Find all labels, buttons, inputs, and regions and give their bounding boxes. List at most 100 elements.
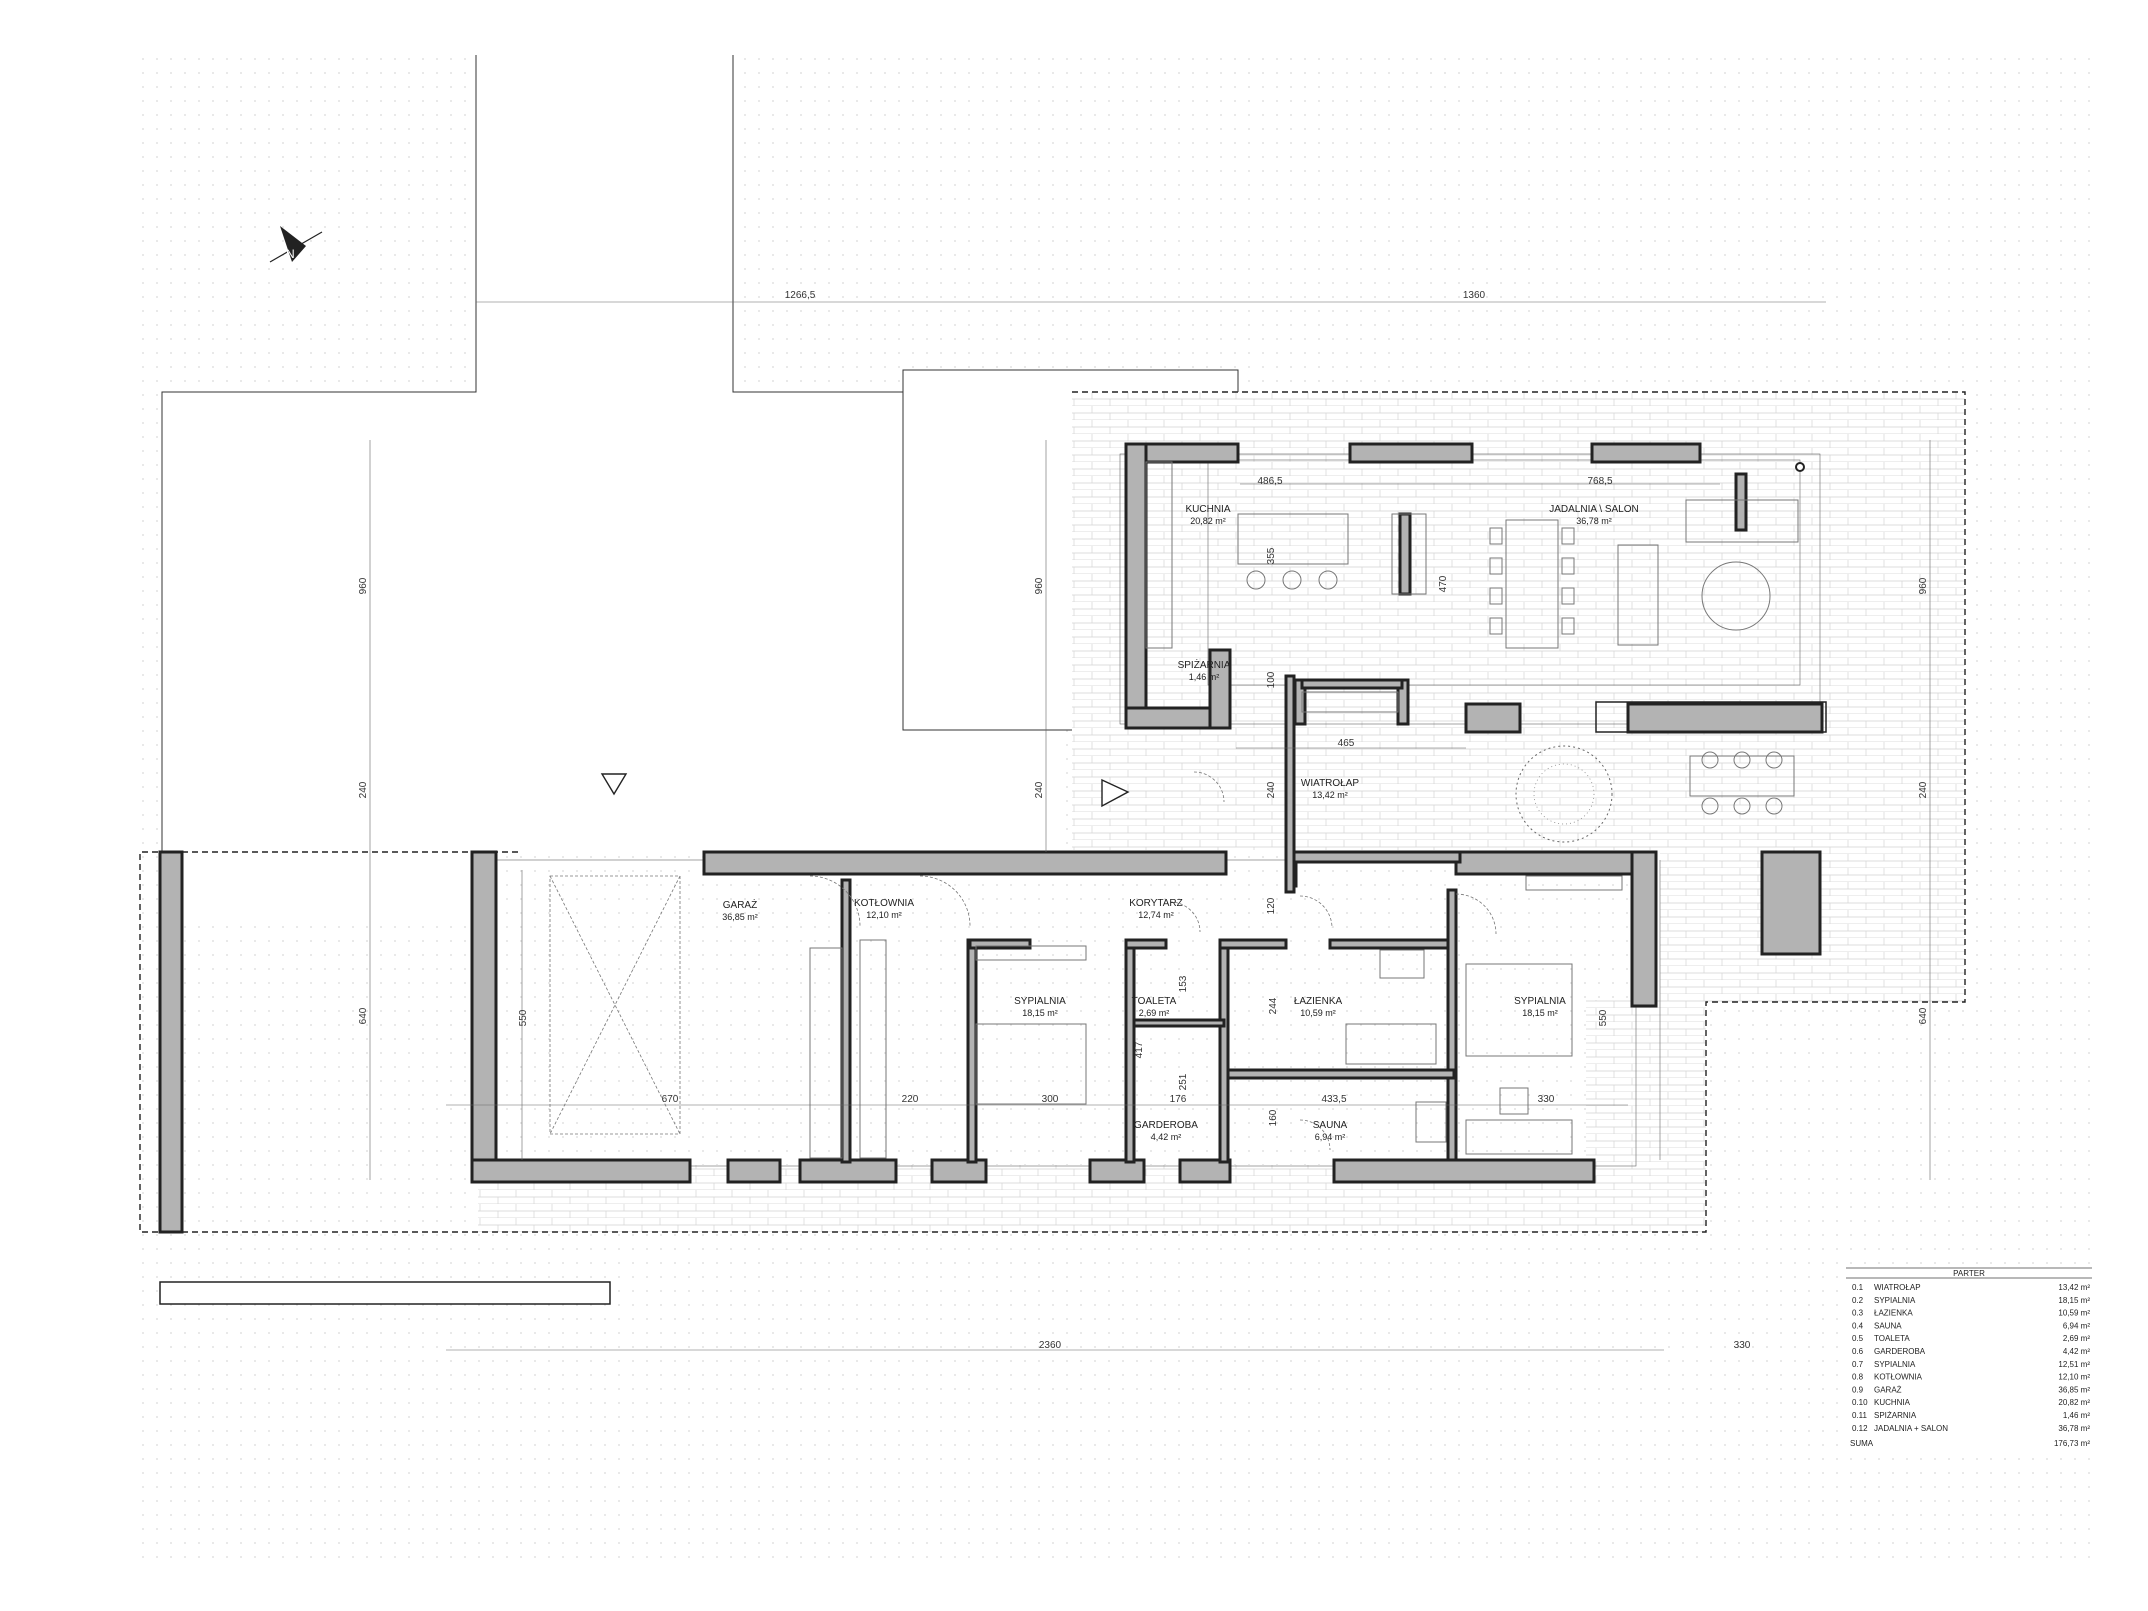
table-sum-value: 176,73 m² xyxy=(2054,1439,2090,1448)
room-sauna-area: 6,94 m² xyxy=(1315,1132,1346,1142)
room-kuchnia-area: 20,82 m² xyxy=(1190,516,1226,526)
table-cell-area: 10,59 m² xyxy=(2058,1309,2090,1318)
dim-160: 160 xyxy=(1268,1109,1279,1126)
room-toaleta-area: 2,69 m² xyxy=(1139,1008,1170,1018)
table-cell-no: 0.5 xyxy=(1852,1334,1864,1343)
table-cell-area: 36,78 m² xyxy=(2058,1424,2090,1433)
dim-mid-960: 960 xyxy=(1034,577,1045,594)
dim-550b: 550 xyxy=(1598,1009,1609,1026)
room-kotlownia: KOTŁOWNIA xyxy=(854,898,914,909)
table-cell-name: JADALNIA + SALON xyxy=(1874,1424,1948,1433)
dim-417: 417 xyxy=(1134,1041,1145,1058)
entrance-marker-garage xyxy=(600,773,628,796)
room-korytarz-area: 12,74 m² xyxy=(1138,910,1174,920)
table-cell-name: WIATROŁAP xyxy=(1874,1283,1921,1292)
dim-220: 220 xyxy=(902,1094,919,1105)
table-title: PARTER xyxy=(1953,1269,1985,1278)
table-cell-name: SAUNA xyxy=(1874,1321,1902,1330)
table-cell-area: 18,15 m² xyxy=(2058,1296,2090,1305)
dim-670: 670 xyxy=(662,1094,679,1105)
dim-470: 470 xyxy=(1438,575,1449,592)
table-cell-no: 0.6 xyxy=(1852,1347,1864,1356)
room-jadalnia: JADALNIA \ SALON xyxy=(1549,504,1638,515)
dim-330: 330 xyxy=(1538,1094,1555,1105)
dim-465: 465 xyxy=(1338,738,1355,749)
dim-240b: 240 xyxy=(1266,781,1277,798)
fixed-furniture xyxy=(159,461,1827,1305)
table-cell-name: SYPIALNIA xyxy=(1874,1360,1916,1369)
table-cell-name: SPIŻARNIA xyxy=(1874,1411,1917,1420)
room-spizarnia-area: 1,46 m² xyxy=(1189,672,1220,682)
doors xyxy=(809,771,1497,1151)
dim-251: 251 xyxy=(1178,1073,1189,1090)
table-sum-label: SUMA xyxy=(1850,1439,1874,1448)
dim-top-right: 1360 xyxy=(1463,290,1486,301)
dim-153: 153 xyxy=(1178,975,1189,992)
dim-right-960: 960 xyxy=(1918,577,1929,594)
table-cell-name: SYPIALNIA xyxy=(1874,1296,1916,1305)
room-garaz-area: 36,85 m² xyxy=(722,912,758,922)
room-sypialnia-2-area: 18,15 m² xyxy=(1522,1008,1558,1018)
room-korytarz: KORYTARZ xyxy=(1129,898,1183,909)
room-garderoba: GARDEROBA xyxy=(1134,1120,1198,1131)
dim-550a: 550 xyxy=(518,1009,529,1026)
table-cell-no: 0.11 xyxy=(1852,1411,1868,1420)
room-jadalnia-area: 36,78 m² xyxy=(1576,516,1612,526)
plot-boundary xyxy=(139,391,1966,1233)
table-cell-no: 0.2 xyxy=(1852,1296,1864,1305)
room-kotlownia-area: 12,10 m² xyxy=(866,910,902,920)
dim-300: 300 xyxy=(1042,1094,1059,1105)
table-cell-no: 0.4 xyxy=(1852,1321,1864,1330)
table-cell-no: 0.9 xyxy=(1852,1385,1864,1394)
room-toaleta: TOALETA xyxy=(1132,996,1177,1007)
dim-433: 433,5 xyxy=(1321,1094,1346,1105)
room-garaz: GARAŻ xyxy=(723,898,757,911)
table-cell-no: 0.10 xyxy=(1852,1398,1868,1407)
dimension-labels: 1266,5 1360 486,5 768,5 960 240 640 960 … xyxy=(358,290,1929,1351)
dim-120: 120 xyxy=(1266,897,1277,914)
room-sypialnia-1: SYPIALNIA xyxy=(1014,996,1066,1007)
table-cell-area: 4,42 m² xyxy=(2063,1347,2090,1356)
table-cell-area: 6,94 m² xyxy=(2063,1321,2090,1330)
dim-left-640: 640 xyxy=(358,1007,369,1024)
table-cell-area: 36,85 m² xyxy=(2058,1385,2090,1394)
room-lazienka-area: 10,59 m² xyxy=(1300,1008,1336,1018)
room-labels: KUCHNIA 20,82 m² JADALNIA \ SALON 36,78 … xyxy=(722,504,1639,1142)
dim-right-240: 240 xyxy=(1918,781,1929,798)
room-spizarnia: SPIŻARNIA xyxy=(1178,658,1231,671)
table-cell-no: 0.8 xyxy=(1852,1373,1864,1382)
dimension-lines xyxy=(369,301,1931,1351)
table-cell-area: 1,46 m² xyxy=(2063,1411,2090,1420)
dim-left-960: 960 xyxy=(358,577,369,594)
table-cell-name: KOTŁOWNIA xyxy=(1874,1373,1923,1382)
walls xyxy=(158,442,1824,1234)
room-lazienka: ŁAZIENKA xyxy=(1294,996,1343,1007)
table-cell-name: GARDEROBA xyxy=(1874,1347,1926,1356)
room-sauna: SAUNA xyxy=(1313,1120,1348,1131)
table-cell-name: ŁAZIENKA xyxy=(1874,1309,1913,1318)
dim-bottom-total: 2360 xyxy=(1039,1340,1062,1351)
table-cell-no: 0.7 xyxy=(1852,1360,1864,1369)
table-cell-area: 2,69 m² xyxy=(2063,1334,2090,1343)
dim-100: 100 xyxy=(1266,671,1277,688)
room-kuchnia: KUCHNIA xyxy=(1185,504,1230,515)
dim-right-640: 640 xyxy=(1918,1007,1929,1024)
room-garderoba-area: 4,42 m² xyxy=(1151,1132,1182,1142)
north-arrow: N xyxy=(269,226,323,263)
north-letter: N xyxy=(286,247,295,261)
table-cell-no: 0.3 xyxy=(1852,1309,1864,1318)
table-cell-no: 0.12 xyxy=(1852,1424,1868,1433)
entrance-marker-main xyxy=(1101,778,1130,808)
table-cell-area: 13,42 m² xyxy=(2058,1283,2090,1292)
room-wiatrolap: WIATROŁAP xyxy=(1301,778,1359,789)
column-marker xyxy=(1795,462,1805,472)
room-sypialnia-1-area: 18,15 m² xyxy=(1022,1008,1058,1018)
table-cell-area: 12,10 m² xyxy=(2058,1373,2090,1382)
dim-top-left: 1266,5 xyxy=(785,290,816,301)
table-cell-name: TOALETA xyxy=(1874,1334,1910,1343)
dim-355: 355 xyxy=(1266,547,1277,564)
table-cell-area: 12,51 m² xyxy=(2058,1360,2090,1369)
